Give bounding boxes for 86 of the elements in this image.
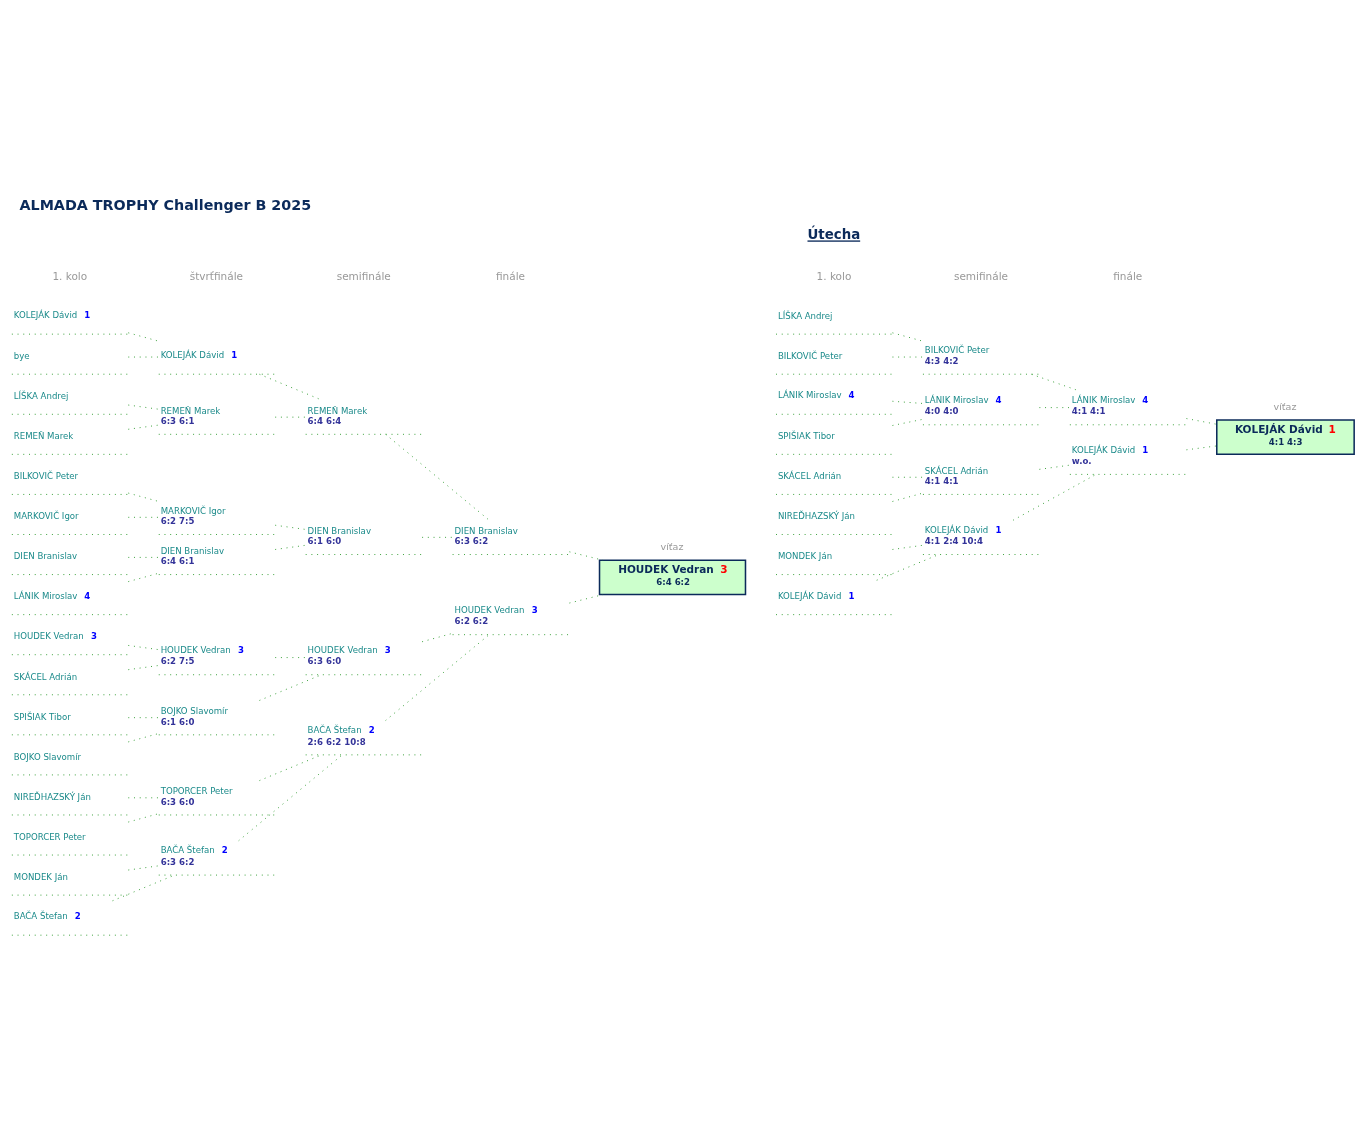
node-text: bye (13, 350, 30, 361)
connector (1186, 417, 1218, 425)
node-text: SKÁCEL Adrián 4:1 4:1 (924, 465, 989, 486)
node-text: DIEN Branislav 6:1 6:0 (307, 525, 371, 546)
connector (892, 492, 924, 502)
connector (892, 418, 924, 426)
node-text: TOPORCER Peter 6:3 6:0 (160, 785, 233, 807)
node-text: MARKOVIČ Igor 6:2 7:5 (160, 505, 226, 526)
connector (127, 644, 160, 650)
label: 1. kolo (816, 269, 852, 282)
node-text: KOLEJÁK Dávid 1 (13, 309, 91, 320)
node-text: KOLEJÁK Dávid 1 (160, 349, 238, 360)
diagram-title: ALMADA TROPHY Challenger B 2025 (19, 196, 312, 213)
label: Útecha (807, 226, 861, 242)
connector (127, 331, 160, 342)
label: finále (496, 269, 526, 282)
node-text: MONDEK Ján (13, 871, 68, 882)
node-text: DIEN Branislav 6:3 6:2 (454, 525, 518, 546)
connector (1038, 464, 1071, 470)
node-label: víťaz (1273, 400, 1297, 412)
node-text: REMEŇ Marek (13, 430, 74, 441)
connector (127, 812, 160, 822)
node-text: BILKOVIČ Peter (13, 470, 79, 481)
node-label: víťaz (660, 540, 684, 552)
connector (1031, 373, 1079, 391)
connector (892, 331, 924, 342)
node-text: SKÁCEL Adrián (13, 671, 78, 682)
node-text: HOUDEK Vedran 3 6:3 6:0 (307, 644, 391, 666)
node-text: TOPORCER Peter (13, 831, 86, 842)
node-text: BILKOVIČ Peter 4:3 4:2 (924, 344, 990, 366)
node-text: SKÁCEL Adrián (777, 470, 842, 481)
node-text: LÁNIK Miroslav 4 4:1 4:1 (1071, 394, 1149, 416)
node-text: BAČA Štefan 2 2:6 6:2 10:8 (307, 724, 375, 747)
node-text: BILKOVIČ Peter (777, 350, 843, 361)
node-text: MARKOVIČ Igor (13, 510, 79, 521)
connector (259, 753, 322, 781)
node-text: MONDEK Ján (777, 550, 833, 561)
connector (127, 664, 160, 670)
connector (127, 572, 160, 582)
node-text: SPIŠIAK Tibor (13, 711, 71, 722)
connector (892, 544, 924, 550)
node-box: KOLEJÁK Dávid 1 4:1 4:3 (1216, 418, 1355, 455)
connector (127, 492, 160, 502)
connector (127, 424, 160, 430)
node-text: BOJKO Slavomír 6:1 6:0 (160, 705, 228, 727)
connector (238, 753, 343, 841)
label: 1. kolo (52, 269, 88, 282)
node-text: HOUDEK Vedran 3 (13, 630, 97, 641)
node-text: LÍŠKA Andrej (777, 310, 833, 321)
node-text: LÁNIK Miroslav 4 (13, 590, 91, 601)
node-text: NIREĎHAZSKÝ Ján (777, 510, 856, 521)
connector (1038, 406, 1071, 408)
node-text: SPIŠIAK Tibor (777, 430, 835, 441)
node-text: KOLEJÁK Dávid 1 (777, 590, 855, 601)
node-text: HOUDEK Vedran 3 6:2 6:2 (454, 604, 538, 626)
node-text: BOJKO Slavomír (13, 751, 82, 762)
connector (274, 524, 307, 530)
node-text: LÁNIK Miroslav 4 (777, 389, 855, 400)
node-text: REMEŇ Marek 6:3 6:1 (160, 405, 221, 426)
node-text: NIREĎHAZSKÝ Ján (13, 791, 91, 802)
node-text: KOLEJÁK Dávid 1 w.o. (1071, 444, 1149, 466)
connector (385, 433, 490, 521)
connector (274, 544, 307, 550)
node-text: BAČA Štefan 2 6:3 6:2 (160, 844, 228, 867)
node-text: LÍŠKA Andrej (13, 390, 69, 401)
node-text: DIEN Branislav 6:4 6:1 (160, 545, 225, 566)
node-text: KOLEJÁK Dávid 1 4:1 2:4 10:4 (924, 524, 1002, 546)
connector (127, 404, 160, 410)
label: finále (1113, 269, 1143, 282)
connector (127, 556, 160, 558)
connector (127, 864, 160, 870)
node-box: HOUDEK Vedran 3 6:4 6:2 (598, 559, 747, 595)
connector (259, 373, 322, 400)
node-text: DIEN Branislav (13, 550, 78, 561)
connector (112, 874, 175, 901)
node-text: BAČA Štefan 2 (13, 910, 81, 921)
connector (385, 633, 490, 721)
connector (892, 476, 924, 478)
label: štvrťfinále (189, 269, 244, 282)
node-text: REMEŇ Marek 6:4 6:4 (307, 405, 368, 426)
connector (259, 673, 322, 701)
label: semifinále (953, 269, 1009, 282)
connector (421, 632, 453, 642)
label: semifinále (336, 269, 391, 282)
node-text: LÁNIK Miroslav 4 4:0 4:0 (924, 394, 1002, 416)
node-text: HOUDEK Vedran 3 6:2 7:5 (160, 644, 244, 666)
